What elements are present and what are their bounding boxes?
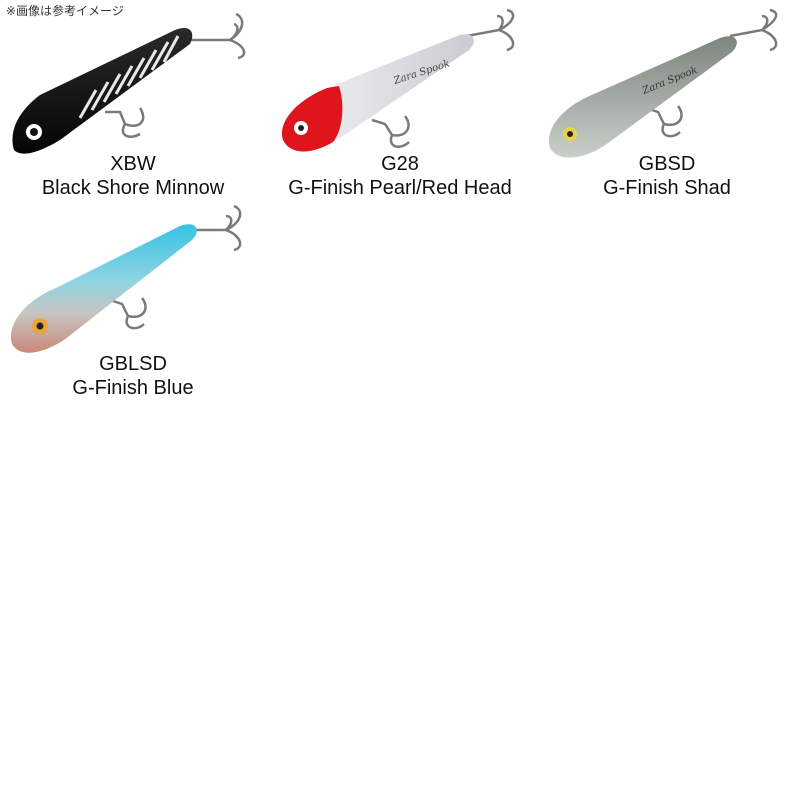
lure-xbw-caption: XBW Black Shore Minnow: [0, 152, 266, 200]
lure-gbsd-image: Zara Spook: [548, 8, 778, 158]
lure-code: XBW: [110, 153, 156, 175]
treble-hook-icon: [371, 8, 515, 148]
lure-code: GBSD: [638, 153, 696, 175]
lure-name: Black Shore Minnow: [41, 177, 225, 199]
lure-name: G-Finish Blue: [72, 377, 194, 399]
lure-g28-image: Zara Spook: [281, 8, 515, 152]
lure-name: G-Finish Pearl/Red Head: [288, 177, 512, 199]
reference-image-notice: ※画像は参考イメージ: [6, 4, 124, 18]
lure-gbsd-caption: GBSD G-Finish Shad: [534, 152, 800, 200]
lure-gblsd-caption: GBLSD G-Finish Blue: [0, 352, 266, 400]
lure-item-gblsd: GBLSD G-Finish Blue: [0, 200, 266, 400]
lure-item-gbsd: Zara Spook GBSD G-Finish Shad: [534, 0, 800, 200]
lure-g28-caption: G28 G-Finish Pearl/Red Head: [267, 152, 533, 200]
lure-item-xbw: XBW Black Shore Minnow: [0, 0, 266, 200]
lure-code: G28: [381, 153, 419, 175]
lure-code: GBLSD: [99, 353, 167, 375]
treble-hook-icon: [105, 12, 246, 138]
lure-item-g28: Zara Spook G28 G-Finish Pearl/Red Head: [267, 0, 533, 200]
lure-name: G-Finish Shad: [603, 177, 731, 199]
lure-gblsd-image: [10, 204, 242, 353]
treble-hook-icon: [645, 8, 778, 138]
treble-hook-icon: [109, 204, 242, 330]
lure-xbw-image: [12, 12, 246, 154]
